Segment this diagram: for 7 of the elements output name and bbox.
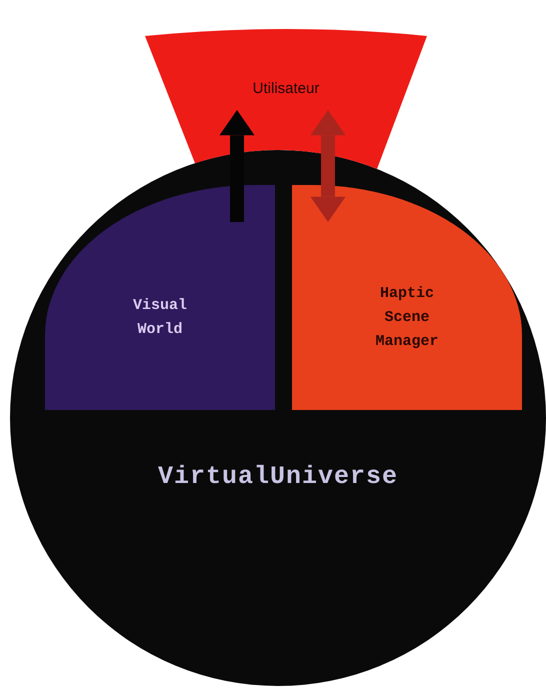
arrow — [220, 110, 254, 222]
node-label: Utilisateur — [252, 80, 320, 97]
node-label: VirtualUniverse — [156, 462, 400, 491]
node-label: Visual World — [132, 296, 188, 340]
node-label: Haptic Scene Manager — [374, 284, 440, 352]
visual-world-panel — [45, 185, 275, 410]
arrow — [310, 110, 346, 222]
